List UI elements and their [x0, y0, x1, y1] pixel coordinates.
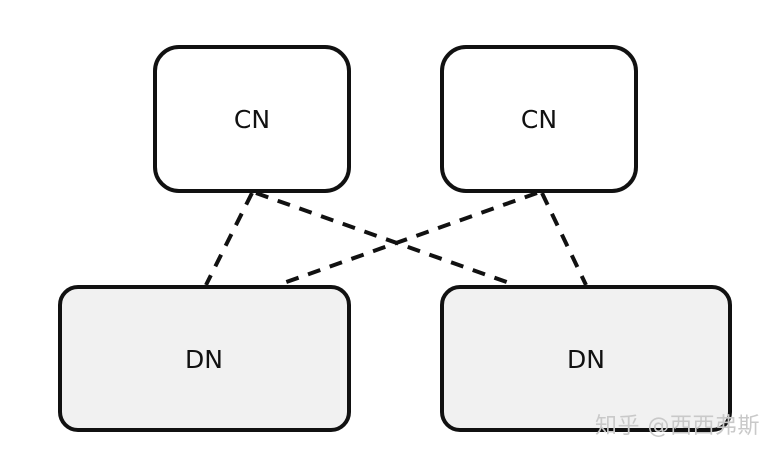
dn-node-left: DN [58, 285, 351, 432]
connector-cn-right-to-dn-left [277, 191, 538, 287]
cn-node-right-label: CN [521, 105, 557, 134]
cn-node-left-label: CN [234, 105, 270, 134]
cn-node-right-box [440, 45, 638, 193]
connection-lines [204, 191, 588, 287]
connector-cn-left-to-dn-left [204, 192, 254, 286]
connector-cn-right-to-dn-right [540, 192, 588, 286]
dn-node-left-box [58, 285, 351, 432]
dn-node-left-label: DN [185, 345, 223, 374]
dn-node-right-label: DN [567, 345, 605, 374]
cn-node-right: CN [440, 45, 638, 193]
watermark-text: 知乎 @西西弗斯 [595, 414, 760, 439]
cn-node-left: CN [153, 45, 351, 193]
dn-node-right-box [440, 285, 732, 432]
cn-node-left-box [153, 45, 351, 193]
dn-node-right: DN [440, 285, 732, 432]
connector-cn-left-to-dn-right [255, 191, 516, 287]
